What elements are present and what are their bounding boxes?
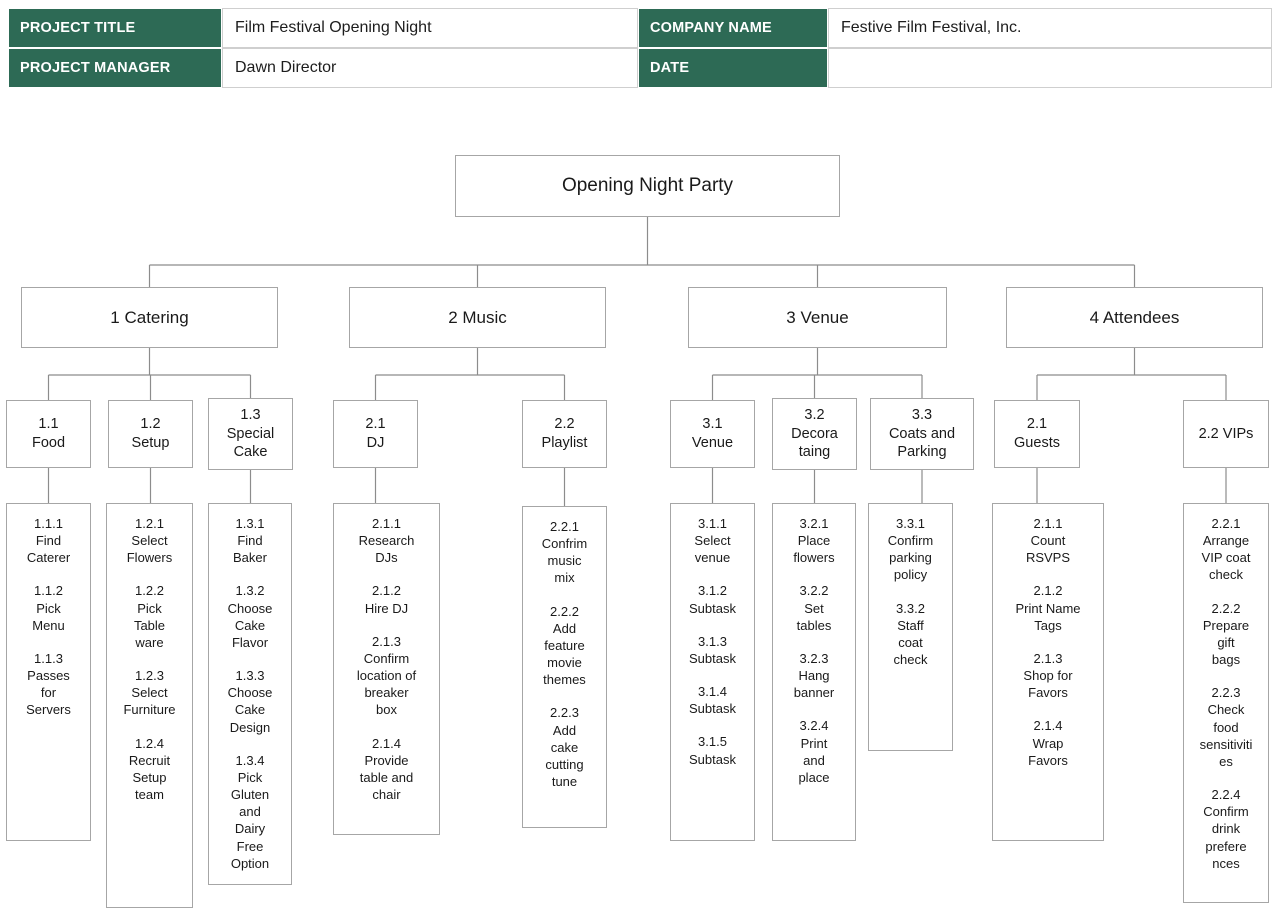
wbs-level2-node-2.2[interactable]: 2.2 Playlist (522, 400, 607, 468)
node-label: Opening Night Party (561, 174, 734, 196)
wbs-4.2-task-1[interactable]: 2.2.1 Arrange VIP coat check (1201, 516, 1251, 583)
wbs-2.2-task-2[interactable]: 2.2.2 Add feature movie themes (543, 603, 586, 688)
wbs-level2-node-3.2[interactable]: 3.2 Decora taing (772, 398, 857, 470)
wbs-task-list-1.2[interactable]: 1.2.1 Select Flowers 1.2.2 Pick Table war… (106, 503, 193, 908)
wbs-1.1-task-2[interactable]: 1.1.2 Pick Menu (32, 583, 65, 633)
company-name-label: COMPANY NAME (638, 8, 828, 48)
wbs-1.1-task-1[interactable]: 1.1.1 Find Caterer (26, 516, 71, 566)
node-label: 3 Venue (786, 307, 849, 327)
wbs-3.3-task-2[interactable]: 3.3.2 Staff coat check (893, 600, 928, 668)
wbs-4.1-task-2[interactable]: 2.1.2 Print Name Tags (1015, 583, 1081, 633)
wbs-3.1-task-4[interactable]: 3.1.4 Subtask (689, 684, 736, 717)
wbs-1.3-task-3[interactable]: 1.3.3 Choose Cake Design (227, 668, 273, 735)
wbs-task-list-2.2[interactable]: 2.2.1 Confrim music mix 2.2.2 Add feature… (522, 506, 607, 828)
project-info-row-2: PROJECT MANAGER Dawn Director DATE (8, 48, 1272, 88)
wbs-3.1-task-1[interactable]: 3.1.1 Select venue (694, 516, 731, 566)
wbs-task-list-1.1[interactable]: 1.1.1 Find Caterer 1.1.2 Pick Menu 1.1.3 P… (6, 503, 91, 841)
wbs-task-list-3.2[interactable]: 3.2.1 Place flowers 3.2.2 Set tables 3.2.3… (772, 503, 856, 841)
wbs-level2-node-1.1[interactable]: 1.1 Food (6, 400, 91, 468)
project-title-value[interactable]: Film Festival Opening Night (222, 8, 638, 48)
wbs-1.3-task-1[interactable]: 1.3.1 Find Baker (233, 516, 267, 566)
node-label: 3.2 Decora taing (791, 407, 838, 461)
wbs-level1-node-2[interactable]: 2 Music (349, 287, 606, 348)
company-name-value[interactable]: Festive Film Festival, Inc. (828, 8, 1272, 48)
wbs-2.1-task-2[interactable]: 2.1.2 Hire DJ (364, 583, 409, 616)
wbs-level2-node-1.3[interactable]: 1.3 Special Cake (208, 398, 293, 470)
wbs-3.1-task-3[interactable]: 3.1.3 Subtask (689, 633, 736, 666)
node-label: 4 Attendees (1089, 307, 1180, 327)
wbs-1.3-task-4[interactable]: 1.3.4 Pick Gluten and Dairy Free Option (230, 752, 270, 871)
wbs-level2-node-2.1[interactable]: 2.1 DJ (333, 400, 418, 468)
node-label: 2.1 Guests (1014, 416, 1060, 451)
node-label: 2 Music (448, 307, 507, 327)
node-label: 1.3 Special Cake (226, 407, 275, 461)
wbs-2.1-task-1[interactable]: 2.1.1 Research DJs (358, 516, 415, 566)
wbs-task-list-3.3[interactable]: 3.3.1 Confirm parking policy 3.3.2 Staff … (868, 503, 953, 751)
wbs-1.2-task-2[interactable]: 1.2.2 Pick Table ware (133, 583, 166, 650)
wbs-task-list-1.3[interactable]: 1.3.1 Find Baker 1.3.2 Choose Cake Flavor… (208, 503, 292, 885)
node-label: 2.2 VIPs (1198, 425, 1254, 442)
wbs-3.2-task-2[interactable]: 3.2.2 Set tables (796, 583, 832, 633)
wbs-level1-node-4[interactable]: 4 Attendees (1006, 287, 1263, 348)
wbs-4.2-task-4[interactable]: 2.2.4 Confirm drink prefere nces (1203, 787, 1249, 871)
wbs-level1-node-1[interactable]: 1 Catering (21, 287, 278, 348)
wbs-task-list-3.1[interactable]: 3.1.1 Select venue 3.1.2 Subtask 3.1.3 Sub… (670, 503, 755, 841)
wbs-3.1-task-2[interactable]: 3.1.2 Subtask (689, 583, 736, 616)
project-manager-value[interactable]: Dawn Director (222, 48, 638, 88)
project-info-row-1: PROJECT TITLE Film Festival Opening Nigh… (8, 8, 1272, 48)
wbs-3.2-task-4[interactable]: 3.2.4 Print and place (798, 718, 830, 785)
wbs-level2-node-4.2[interactable]: 2.2 VIPs (1183, 400, 1269, 468)
wbs-1.2-task-1[interactable]: 1.2.1 Select Flowers (126, 516, 173, 566)
wbs-4.1-task-1[interactable]: 2.1.1 Count RSVPS (1025, 516, 1071, 566)
node-label: 3.3 Coats and Parking (888, 407, 956, 461)
project-info-table: PROJECT TITLE Film Festival Opening Nigh… (8, 8, 1272, 88)
wbs-level2-node-3.1[interactable]: 3.1 Venue (670, 400, 755, 468)
wbs-task-list-4.1[interactable]: 2.1.1 Count RSVPS 2.1.2 Print Name Tags 2.… (992, 503, 1104, 841)
wbs-level2-node-4.1[interactable]: 2.1 Guests (994, 400, 1080, 468)
wbs-1.2-task-4[interactable]: 1.2.4 Recruit Setup team (128, 735, 171, 803)
wbs-4.1-task-4[interactable]: 2.1.4 Wrap Favors (1028, 718, 1068, 768)
wbs-2.1-task-4[interactable]: 2.1.4 Provide table and chair (359, 735, 414, 803)
wbs-level1-node-3[interactable]: 3 Venue (688, 287, 947, 348)
wbs-task-list-4.2[interactable]: 2.2.1 Arrange VIP coat check 2.2.2 Prepar… (1183, 503, 1269, 903)
wbs-4.1-task-3[interactable]: 2.1.3 Shop for Favors (1023, 650, 1073, 701)
wbs-3.3-task-1[interactable]: 3.3.1 Confirm parking policy (887, 516, 934, 583)
node-label: 1 Catering (110, 307, 189, 327)
wbs-level2-node-1.2[interactable]: 1.2 Setup (108, 400, 193, 468)
wbs-3.1-task-5[interactable]: 3.1.5 Subtask (689, 734, 736, 767)
wbs-root-node[interactable]: Opening Night Party (455, 155, 840, 217)
wbs-level2-node-3.3[interactable]: 3.3 Coats and Parking (870, 398, 974, 470)
project-title-label: PROJECT TITLE (8, 8, 222, 48)
wbs-4.2-task-2[interactable]: 2.2.2 Prepare gift bags (1202, 600, 1250, 668)
date-value[interactable] (828, 48, 1272, 88)
date-label: DATE (638, 48, 828, 88)
node-label: 1.1 Food (31, 416, 66, 451)
node-label: 2.1 DJ (365, 416, 386, 451)
wbs-task-list-2.1[interactable]: 2.1.1 Research DJs 2.1.2 Hire DJ 2.1.3 Con… (333, 503, 440, 835)
wbs-3.2-task-1[interactable]: 3.2.1 Place flowers (793, 516, 835, 566)
node-label: 1.2 Setup (131, 416, 170, 451)
wbs-2.1-task-3[interactable]: 2.1.3 Confirm location of breaker box (356, 633, 417, 718)
wbs-1.1-task-3[interactable]: 1.1.3 Passes for Servers (26, 650, 71, 718)
wbs-1.3-task-2[interactable]: 1.3.2 Choose Cake Flavor (227, 583, 273, 650)
wbs-2.2-task-3[interactable]: 2.2.3 Add cake cutting tune (545, 705, 584, 790)
node-label: 3.1 Venue (691, 416, 734, 451)
node-label: 2.2 Playlist (541, 416, 588, 451)
wbs-2.2-task-1[interactable]: 2.2.1 Confrim music mix (541, 519, 588, 586)
wbs-4.2-task-3[interactable]: 2.2.3 Check food sensitiviti es (1199, 685, 1253, 769)
wbs-1.2-task-3[interactable]: 1.2.3 Select Furniture (123, 668, 176, 718)
wbs-3.2-task-3[interactable]: 3.2.3 Hang banner (793, 650, 835, 701)
project-manager-label: PROJECT MANAGER (8, 48, 222, 88)
